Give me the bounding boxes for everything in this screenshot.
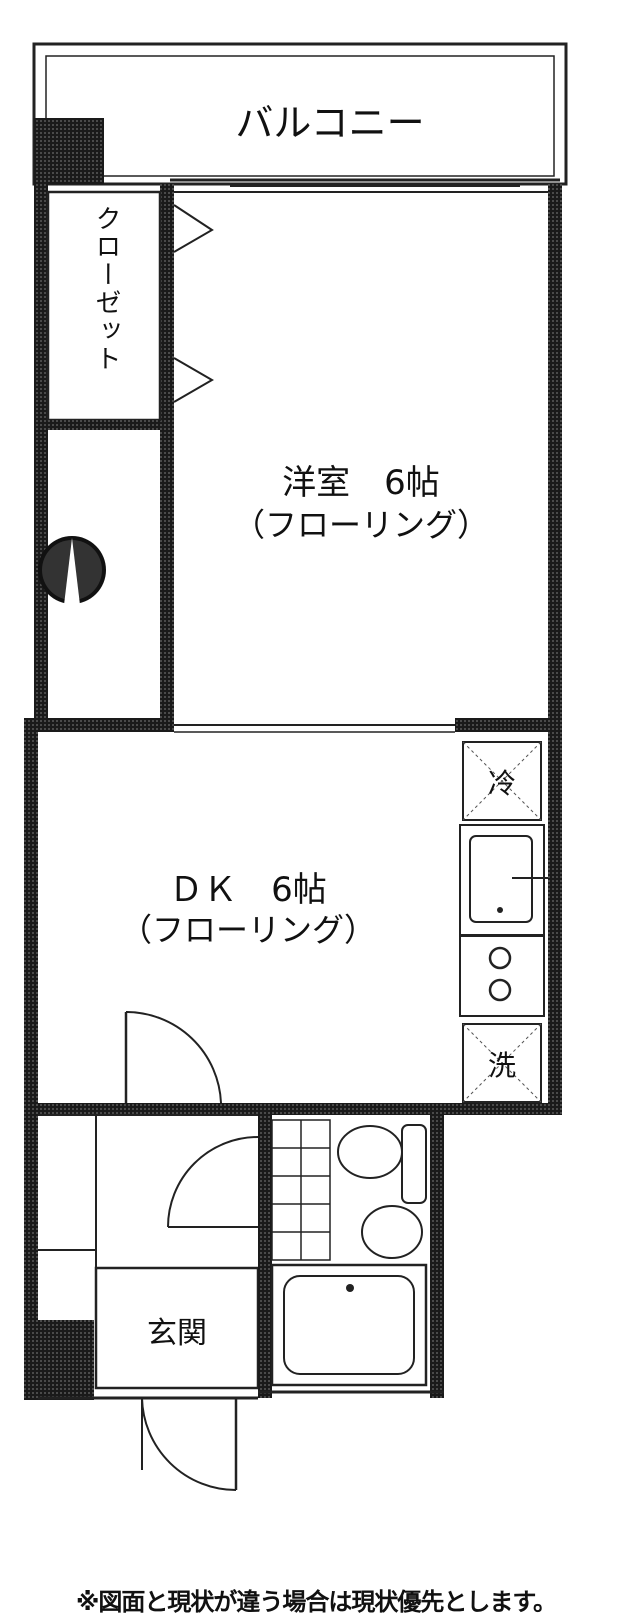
dk-door <box>124 1010 222 1104</box>
dk-name: ＤＫ 6帖 <box>169 870 327 910</box>
fridge-label: 冷 <box>487 767 516 800</box>
washer-label: 洗 <box>487 1049 516 1082</box>
north-arrow-icon <box>38 536 106 605</box>
western-room-walls <box>24 184 562 744</box>
balcony-window <box>170 178 560 187</box>
closet-label: クローゼット <box>91 205 121 373</box>
dk-floor: （フローリング） <box>119 911 376 949</box>
dk-walls <box>24 718 562 1115</box>
entrance-label: 玄関 <box>147 1316 207 1351</box>
kitchen-fixtures <box>459 741 548 1103</box>
balcony-label: バルコニー <box>235 101 425 145</box>
footer-note: ※図面と現状が違う場合は現状優先とします。 <box>76 1588 557 1616</box>
western-room-floor: （フローリング） <box>232 506 489 544</box>
bathroom <box>258 1103 444 1398</box>
western-room-name: 洋室 6帖 <box>282 463 440 503</box>
entrance-area <box>24 1103 260 1491</box>
